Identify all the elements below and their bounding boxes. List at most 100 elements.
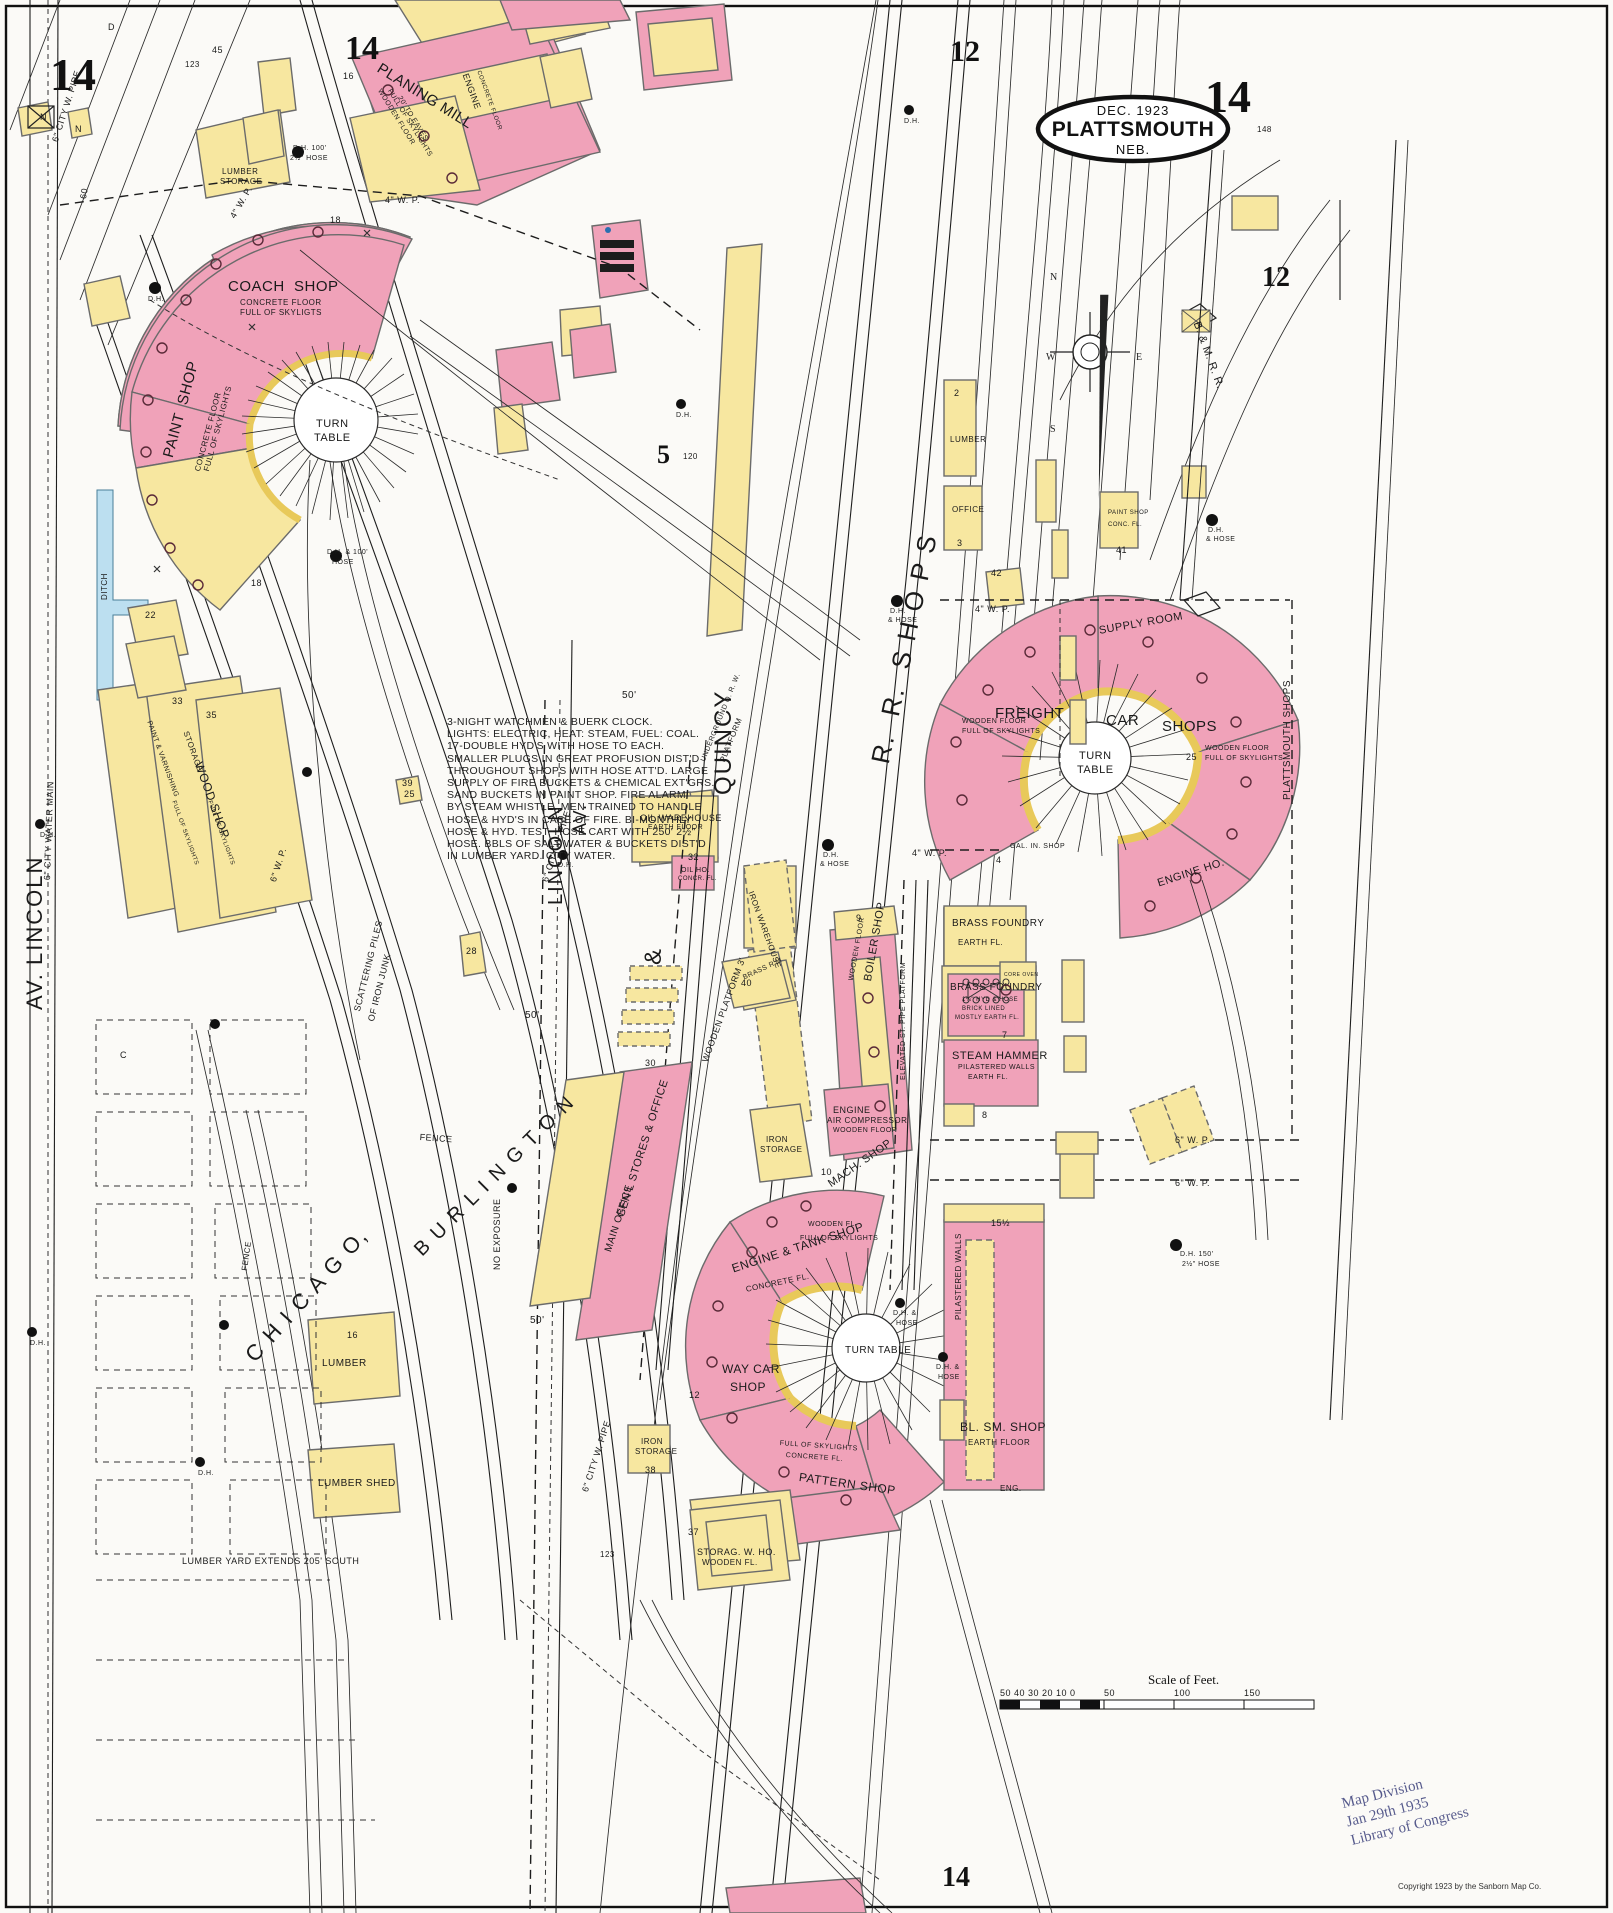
map-annotation: D.H. & 100' [327, 549, 369, 556]
map-annotation: D.H. [558, 862, 574, 869]
map-annotation: D.H. 150' [1180, 1251, 1214, 1258]
map-annotation: 148 [1257, 125, 1272, 134]
map-annotation: 4" W. P. [912, 848, 948, 858]
map-annotation: 6" W. P. [1175, 1135, 1211, 1145]
street-label: AV. [570, 802, 590, 835]
map-annotation: TABLE [314, 432, 351, 444]
map-annotation: D.H. [40, 832, 56, 839]
map-annotation: ENGINE [833, 1105, 871, 1115]
map-annotation: SHOP [730, 1380, 767, 1394]
map-annotation: 2½" HOSE [1182, 1261, 1220, 1268]
map-annotation: 12 [689, 1390, 701, 1400]
map-annotation: 2½" HOSE [290, 155, 328, 162]
map-annotation: EARTH FLOOR [968, 1438, 1031, 1447]
map-annotation: 33 [172, 696, 184, 706]
map-annotation: 15½ [991, 1218, 1011, 1228]
map-annotation: WOODEN FL. [808, 1221, 858, 1228]
map-annotation: 35 [206, 710, 218, 720]
map-annotation: WOODEN FLOOR [962, 718, 1027, 725]
map-annotation: D.H. [1208, 527, 1224, 534]
fire-note-line: SMALLER PLUGS IN GREAT PROFUSION DIST'D [447, 752, 700, 765]
scale-tick-label: 40 [1014, 1688, 1026, 1698]
map-annotation: 41 [1116, 545, 1128, 555]
map-annotation: 50' [525, 1010, 540, 1021]
page-number: 12 [1262, 262, 1290, 293]
map-annotation: 40 [741, 978, 753, 988]
map-annotation: STORAGE [635, 1447, 678, 1456]
map-annotation: LUMBER [222, 167, 259, 176]
scale-tick-label: 30 [1028, 1688, 1040, 1698]
map-annotation: 8 [982, 1110, 988, 1120]
map-annotation: FREIGHT [995, 705, 1065, 722]
map-annotation: 16 [347, 1330, 359, 1340]
map-annotation: DITCH [100, 573, 109, 600]
map-annotation: STORAGE [220, 177, 263, 186]
map-annotation: COACH SHOP [228, 278, 339, 295]
map-annotation: HOSE [938, 1374, 960, 1381]
map-annotation: 25 [404, 789, 416, 799]
map-annotation: EARTH FL. [958, 938, 1004, 947]
fire-protection-notes: 3-NIGHT WATCHMEN & BUERK CLOCK.LIGHTS: E… [447, 716, 714, 862]
map-annotation: D.H. & [893, 1310, 917, 1317]
map-annotation: LUMBER SHED [318, 1478, 396, 1489]
map-annotation: 1¼" HYD & HOSE [962, 997, 1019, 1003]
page-number: 14 [50, 49, 96, 100]
map-annotation: D [108, 22, 115, 32]
map-annotation: LUMBER [322, 1358, 367, 1369]
map-annotation: & HOSE [820, 861, 850, 868]
map-annotation: STORAG. W. HO. [697, 1547, 776, 1557]
scale-tick-label: 10 [1056, 1688, 1068, 1698]
map-annotation: HOSE [896, 1320, 918, 1327]
scale-tick-label: 50 [1104, 1688, 1116, 1698]
map-annotation: 4" W. P. [975, 604, 1011, 614]
map-annotation: GAL. IN. SHOP [1010, 843, 1066, 850]
map-annotation: 9 [856, 913, 862, 923]
map-annotation: 22 [145, 610, 157, 620]
map-annotation: PLATTSMOUTH SHOPS [1282, 680, 1293, 800]
fire-note-line: THROUGHOUT SHOPS WITH HOSE ATT'D. LARGE [447, 764, 709, 777]
scale-bar-label: Scale of Feet. [1148, 1672, 1220, 1687]
map-annotation: CONC. FL. [1108, 522, 1143, 528]
map-annotation: MOSTLY EARTH FL. [955, 1015, 1020, 1021]
map-annotation: NO EXPOSURE [492, 1198, 502, 1270]
map-annotation: PILASTERED WALLS [954, 1233, 963, 1320]
street-label: & [640, 946, 667, 965]
map-annotation: D.H. [198, 1470, 214, 1477]
fire-note-line: 3-NIGHT WATCHMEN & BUERK CLOCK. [447, 716, 653, 728]
map-annotation: 3 [957, 538, 963, 548]
map-annotation: 18 [251, 578, 263, 588]
copyright-notice: Copyright 1923 by the Sanborn Map Co. [1398, 1882, 1542, 1891]
map-annotation: 6" W. P. [1175, 1178, 1211, 1188]
fire-note-line: HOSE. BBLS OF SALT WATER & BUCKETS DIST'… [447, 838, 706, 851]
fire-note-line: HOSE & HYD. TEST. HOSE CART WITH 250' 2½… [447, 825, 696, 838]
map-annotation: 123 [185, 60, 200, 69]
map-annotation: HOSE [332, 559, 354, 566]
map-annotation: 10 [821, 1167, 833, 1177]
map-annotation: CORE OVEN [1004, 972, 1039, 978]
map-annotation: WOODEN FLOOR [1205, 745, 1270, 752]
map-annotation: FULL OF SKYLIGHTS [800, 1235, 879, 1242]
map-annotation: CAR [1106, 712, 1140, 729]
map-annotation: BRASS FOUNDRY [952, 918, 1045, 929]
map-annotation: C [120, 1050, 127, 1060]
map-annotation: N [75, 124, 82, 134]
map-annotation: D.H. 100' [293, 145, 327, 152]
map-annotation: 39 [402, 778, 414, 788]
map-annotation: D.H. [890, 608, 906, 615]
map-annotation: 32 [688, 852, 700, 862]
map-annotation: 2 [954, 388, 960, 398]
map-annotation: D.H. [904, 118, 920, 125]
map-annotation: D.H. [676, 412, 692, 419]
cartouche-state: NEB. [1115, 142, 1151, 157]
map-annotation: 16 [343, 71, 355, 81]
svg-text:E: E [1136, 352, 1142, 363]
scale-tick-label: 150 [1244, 1688, 1261, 1698]
scale-tick-label: 100 [1174, 1688, 1191, 1698]
scale-tick-label: 20 [1042, 1688, 1054, 1698]
map-annotation: FULL OF SKYLIGTS [240, 308, 322, 317]
map-annotation: PILASTERED WALLS [958, 1064, 1035, 1071]
map-annotation: D.H. & [936, 1364, 960, 1371]
scale-tick-label: 0 [1070, 1688, 1076, 1698]
